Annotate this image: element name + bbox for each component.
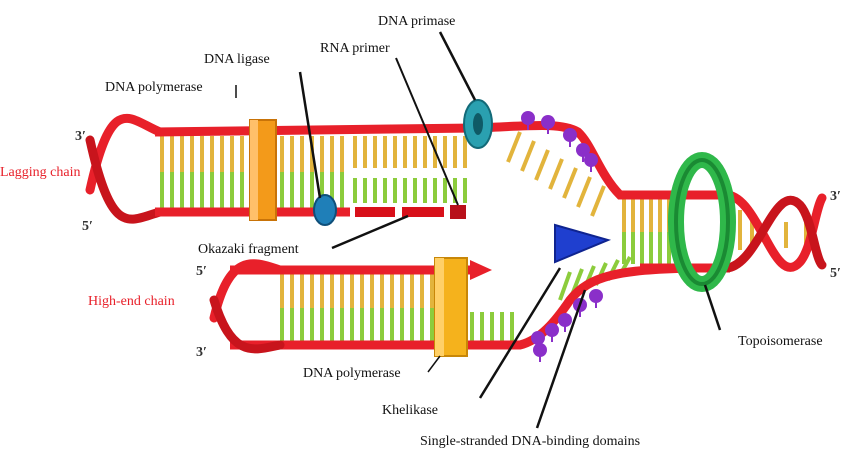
base-pair xyxy=(534,149,550,181)
label-rna-primer: RNA primer xyxy=(320,41,390,56)
end-lead-left-top: 5′ xyxy=(196,264,207,279)
label-khelikase: Khelikase xyxy=(382,403,438,418)
leading-growth-arrow xyxy=(470,260,492,280)
end-lag-left-top: 3′ xyxy=(75,129,86,144)
label-dna-polymerase-top: DNA polymerase xyxy=(105,80,203,95)
label-dna-polymerase-bottom: DNA polymerase xyxy=(303,366,401,381)
ssb-protein xyxy=(531,331,545,345)
lagging-left-helix xyxy=(85,113,165,224)
leader-khelikase xyxy=(478,267,562,399)
base-pair xyxy=(548,158,564,190)
end-lead-left-bottom: 3′ xyxy=(196,345,207,360)
leading-helix-strand-b xyxy=(209,295,285,354)
rna-primer-segment xyxy=(450,205,466,219)
label-dna-primase: DNA primase xyxy=(378,14,455,29)
right-helix-strand-b xyxy=(723,195,827,273)
end-right-bottom: 5′ xyxy=(830,266,841,281)
leader-topoisomerase xyxy=(703,284,722,331)
ssb-protein xyxy=(533,343,547,357)
label-okazaki-fragment: Okazaki fragment xyxy=(198,242,299,257)
dna-primase-hole xyxy=(473,113,483,135)
base-pair xyxy=(576,176,592,208)
base-pair xyxy=(506,131,522,163)
leader-rna-primer xyxy=(395,57,459,206)
ssb-protein xyxy=(576,143,590,157)
leader-lines xyxy=(235,31,722,429)
base-pair xyxy=(590,185,606,217)
ssb-protein xyxy=(541,115,555,129)
leader-dna-polymerase-bottom xyxy=(427,355,441,373)
helicase-wedge xyxy=(554,223,612,264)
okazaki-fragment-1 xyxy=(355,207,395,217)
leading-left-helix xyxy=(209,259,285,354)
label-topoisomerase: Topoisomerase xyxy=(738,334,823,349)
end-right-top: 3′ xyxy=(830,189,841,204)
topoisomerase-ring-shade xyxy=(674,158,730,286)
base-pair xyxy=(520,140,536,172)
right-helix-strand-a xyxy=(723,190,827,272)
label-dna-ligase: DNA ligase xyxy=(204,52,270,67)
label-leading-chain: High-end chain xyxy=(88,294,175,309)
ssb-protein xyxy=(545,323,559,337)
end-lag-left-bottom: 5′ xyxy=(82,219,93,234)
leader-okazaki xyxy=(331,214,409,250)
leader-dna-ligase xyxy=(298,71,322,199)
dna-polymerase-bottom-face xyxy=(435,258,444,356)
dna-ligase xyxy=(313,194,337,226)
base-pair xyxy=(558,271,572,301)
leader-ssb xyxy=(535,289,587,429)
dna-polymerase-top-face xyxy=(250,120,258,220)
ssb-protein xyxy=(563,128,577,142)
ssb-protein xyxy=(521,111,535,125)
lagging-top-backbone xyxy=(154,121,680,200)
label-lagging-chain: Lagging chain xyxy=(0,165,80,180)
leading-helix-strand-a xyxy=(209,259,285,323)
lagging-helix-strand-b xyxy=(85,135,165,224)
leader-dna-primase xyxy=(438,31,477,101)
label-ssb: Single-stranded DNA-binding domains xyxy=(420,434,640,449)
base-pair xyxy=(562,167,578,199)
ssb-protein xyxy=(558,313,572,327)
ssb-protein xyxy=(589,289,603,303)
ssb-protein xyxy=(584,153,598,167)
okazaki-fragment-2 xyxy=(402,207,444,217)
